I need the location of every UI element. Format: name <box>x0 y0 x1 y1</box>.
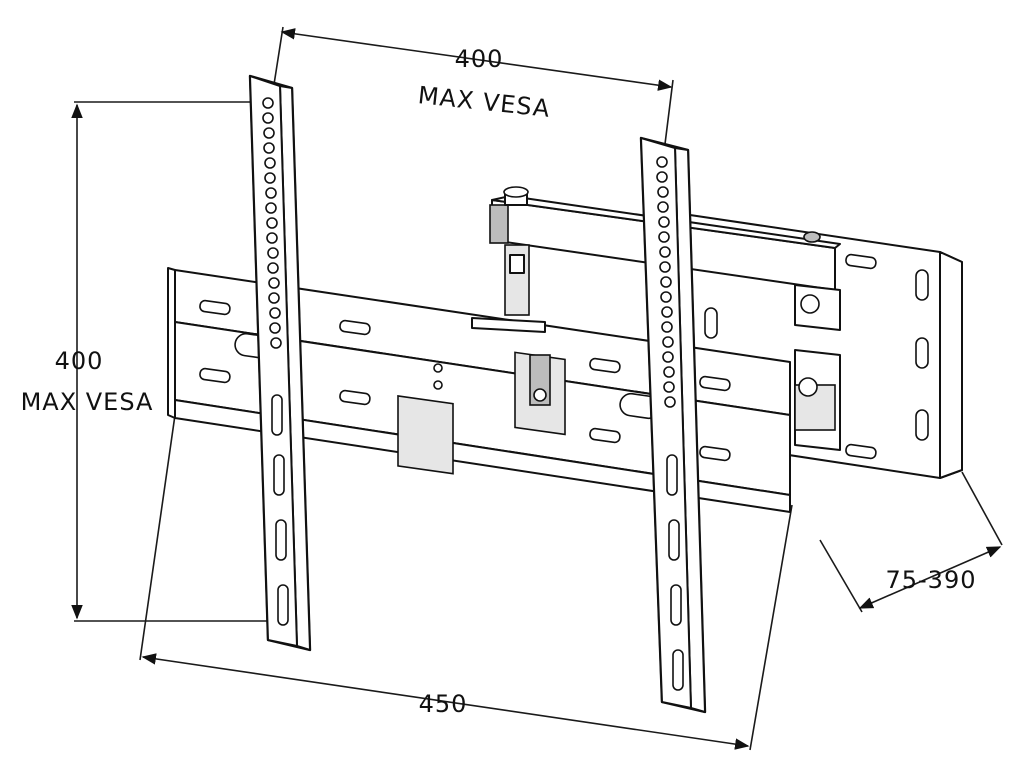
top-width-value: 400 <box>455 45 504 73</box>
right-upright <box>639 136 707 714</box>
bottom-width-value: 450 <box>419 690 468 718</box>
horizontal-rail <box>167 267 791 513</box>
left-height-value: 400 <box>55 347 104 375</box>
left-height-label: MAX VESA <box>21 388 154 416</box>
top-width-label: MAX VESA <box>417 81 552 123</box>
extension-value: 75-390 <box>885 566 976 594</box>
dimension-lines <box>71 26 1003 751</box>
left-upright <box>248 74 312 652</box>
